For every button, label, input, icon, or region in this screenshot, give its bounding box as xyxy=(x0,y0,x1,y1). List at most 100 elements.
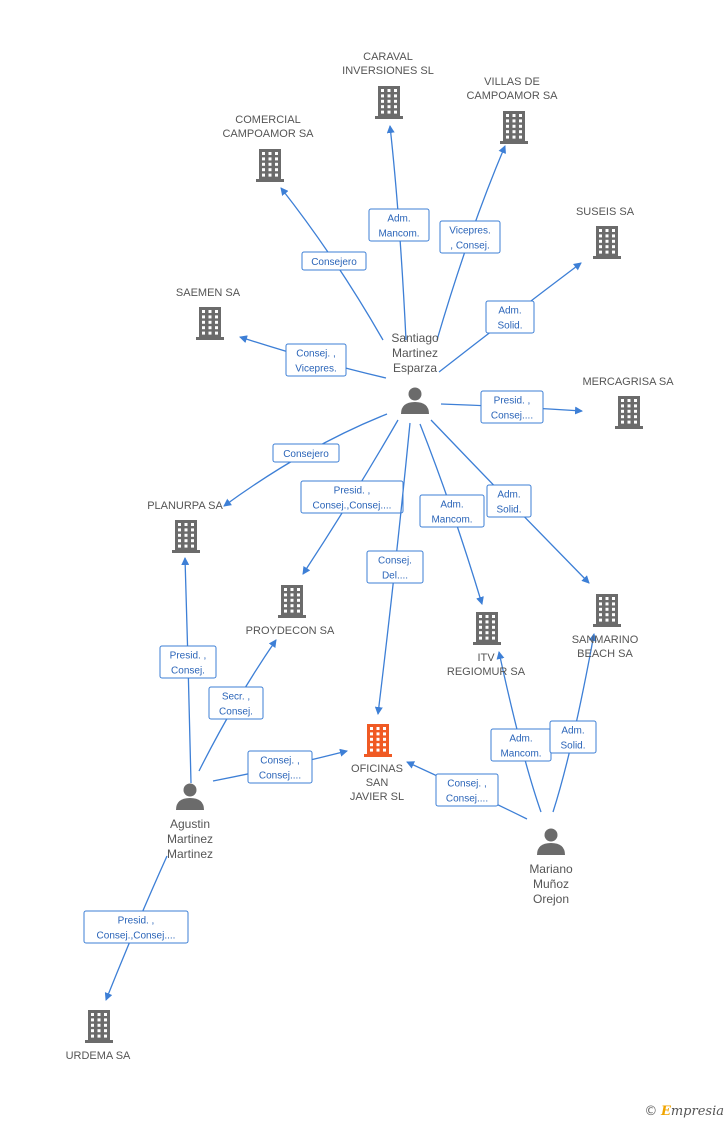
edge-label-box[interactable] xyxy=(486,484,532,518)
edge-role-label: Consej. , xyxy=(260,756,299,767)
company-name: CARAVAL xyxy=(363,51,413,63)
edge-label-box[interactable] xyxy=(439,220,501,254)
person-name: Muñoz xyxy=(533,877,569,891)
edge-role-label: Mancom. xyxy=(378,229,419,240)
building-icon xyxy=(375,86,403,119)
relationship-edge[interactable]: Adm. Mancom. xyxy=(419,423,485,605)
company-name: PLANURPA SA xyxy=(147,500,223,512)
edge-role-label: , Consej. xyxy=(450,241,489,252)
company-name: URDEMA SA xyxy=(66,1050,131,1062)
edge-role-label: Mancom. xyxy=(431,515,472,526)
edge-label-box[interactable] xyxy=(485,300,535,334)
relationship-edge[interactable]: Consej. ,Vicepres. xyxy=(239,335,387,379)
relationship-edge[interactable]: Presid. , Consej.,Consej.... xyxy=(83,855,189,1001)
edge-role-label: Adm. xyxy=(509,734,532,745)
company-name: OFICINAS xyxy=(351,763,403,775)
edge-label-box[interactable] xyxy=(368,208,430,242)
edge-role-label: Consej. , xyxy=(296,349,335,360)
person-name: Martinez xyxy=(167,832,213,846)
edge-label-box[interactable] xyxy=(83,910,189,944)
edge-role-label: Solid. xyxy=(496,505,521,516)
edge-role-label: Adm. xyxy=(440,500,463,511)
edge-label-box[interactable] xyxy=(159,645,217,679)
edge-label-box[interactable] xyxy=(366,550,424,584)
company-name: COMERCIAL xyxy=(235,114,300,126)
building-icon xyxy=(473,612,501,645)
building-icon xyxy=(256,149,284,182)
relationship-edge[interactable]: Consejero xyxy=(223,413,388,507)
company-name: SAN xyxy=(366,777,389,789)
edge-role-label: Vicepres. xyxy=(449,226,491,237)
person-name: Mariano xyxy=(529,862,573,876)
edges-layer: Adm.Mancom.Vicepres., Consej.ConsejeroAd… xyxy=(83,125,597,1001)
edge-label-box[interactable] xyxy=(419,494,485,528)
edge-role-label: Adm. xyxy=(497,490,520,501)
edge-role-label: Consej. xyxy=(219,707,253,718)
edge-label-box[interactable] xyxy=(301,251,367,271)
company-name: VILLAS DE xyxy=(484,76,540,88)
edge-role-label: Consej.,Consej.... xyxy=(97,931,176,942)
edge-role-label: Consej.,Consej.... xyxy=(313,501,392,512)
relationship-edge[interactable]: Presid. , Consej.,Consej.... xyxy=(300,419,404,575)
edge-role-label: Presid. , xyxy=(334,486,371,497)
edge-role-label: Presid. , xyxy=(170,651,207,662)
edge-role-label: Adm. xyxy=(387,214,410,225)
building-icon xyxy=(196,307,224,340)
company-name: JAVIER SL xyxy=(350,791,404,803)
edge-role-label: Consej. xyxy=(171,666,205,677)
company-name: MERCAGRISA SA xyxy=(582,376,674,388)
building-icon xyxy=(85,1010,113,1043)
relationship-edge[interactable]: Consejero xyxy=(280,187,384,341)
edge-role-label: Presid. , xyxy=(118,916,155,927)
company-name: SUSEIS SA xyxy=(576,206,635,218)
relationship-edge[interactable]: Consej. ,Consej.... xyxy=(406,761,528,820)
relationship-edge[interactable]: Adm.Solid. xyxy=(438,262,582,373)
edge-label-box[interactable] xyxy=(549,720,597,754)
company-name: SAEMEN SA xyxy=(176,287,241,299)
company-name: INVERSIONES SL xyxy=(342,65,434,77)
edge-label-box[interactable] xyxy=(272,443,340,463)
copyright-symbol: © xyxy=(644,1104,658,1119)
building-icon xyxy=(364,724,392,757)
person-name: Santiago xyxy=(391,331,439,345)
footer-brand: © Empresia xyxy=(644,1103,724,1119)
edge-role-label: Del.... xyxy=(382,571,408,582)
edge-role-label: Consej. , xyxy=(447,779,486,790)
brand-rest: mpresia xyxy=(670,1104,724,1119)
relationship-edge[interactable]: Secr. , Consej. xyxy=(198,639,277,772)
edge-label-box[interactable] xyxy=(247,750,313,784)
edge-label-box[interactable] xyxy=(208,686,264,720)
person-icon xyxy=(176,783,204,810)
edge-label-box[interactable] xyxy=(285,343,347,377)
brand-initial: E xyxy=(660,1104,671,1119)
person-name: Martinez xyxy=(392,346,438,360)
edge-label-box[interactable] xyxy=(480,390,544,424)
relationship-edge[interactable]: Consej. , Consej.... xyxy=(212,748,348,784)
building-icon xyxy=(593,226,621,259)
person-name: Martinez xyxy=(167,847,213,861)
company-name: SANMARINO xyxy=(572,634,639,646)
relationship-edge[interactable]: Adm. Solid. xyxy=(430,419,590,584)
building-icon xyxy=(278,585,306,618)
relationship-edge[interactable]: Vicepres. , Consej. xyxy=(436,145,506,341)
relationship-edge[interactable]: Presid. ,Consej.... xyxy=(440,390,583,424)
company-name: ITV xyxy=(477,652,495,664)
building-icon xyxy=(615,396,643,429)
relationship-edge[interactable]: Adm. Solid. xyxy=(549,633,597,813)
building-icon xyxy=(172,520,200,553)
edge-role-label: Consej.... xyxy=(259,771,301,782)
relationship-edge[interactable]: Presid. , Consej. xyxy=(159,557,217,784)
edge-role-label: Presid. , xyxy=(494,396,531,407)
edge-role-label: Solid. xyxy=(560,741,585,752)
relationship-edge[interactable]: Adm. Mancom. xyxy=(368,125,430,341)
edge-role-label: Secr. , xyxy=(222,692,250,703)
edge-label-box[interactable] xyxy=(435,773,499,807)
edge-role-label: Consejero xyxy=(311,257,357,268)
person-icon xyxy=(537,828,565,855)
relationship-edge[interactable]: Consej.Del.... xyxy=(366,422,424,715)
company-name: REGIOMUR SA xyxy=(447,666,526,678)
edge-role-label: Adm. xyxy=(561,726,584,737)
company-name: PROYDECON SA xyxy=(246,625,335,637)
